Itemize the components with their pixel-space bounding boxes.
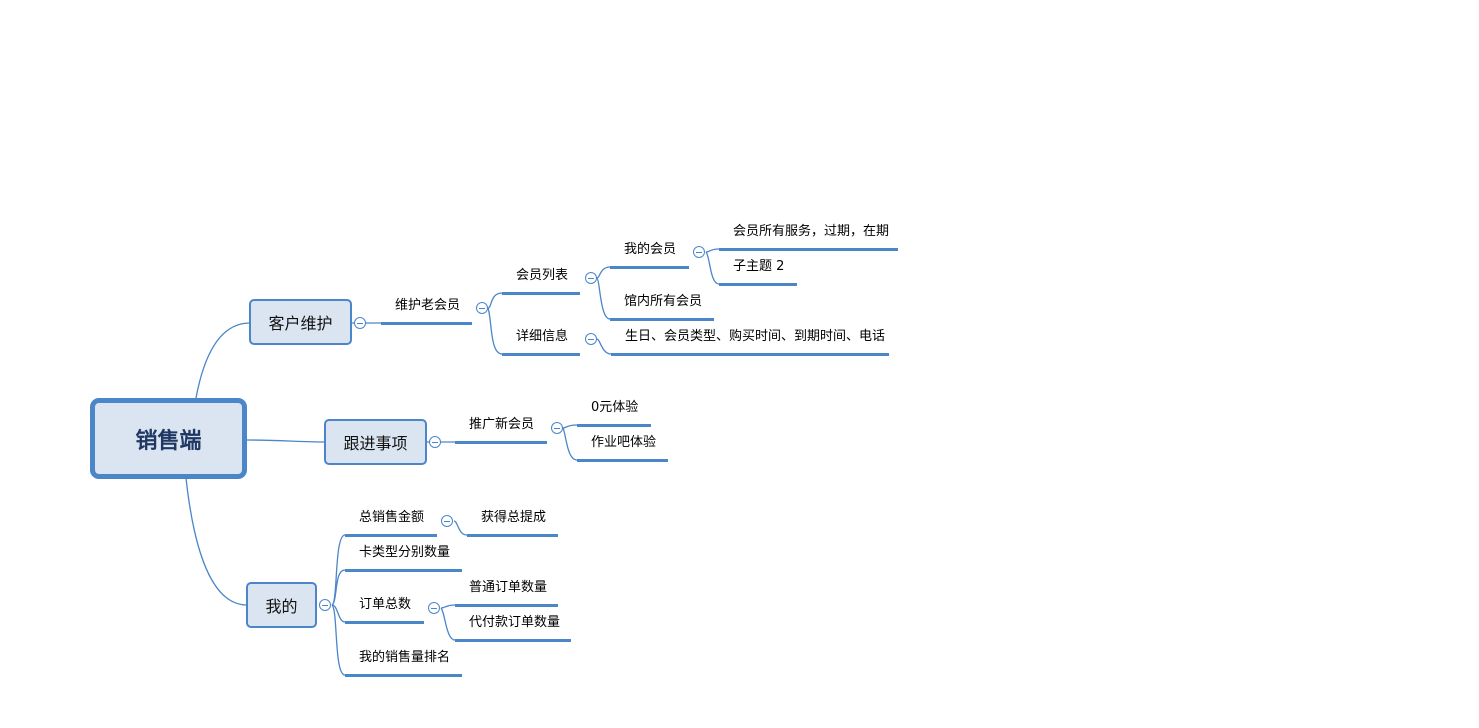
node-label: 维护老会员 xyxy=(395,298,461,313)
collapse-toggle-icon[interactable] xyxy=(429,436,441,448)
node-underline xyxy=(719,248,898,251)
node-order-total[interactable]: 订单总数 xyxy=(345,586,424,624)
node-underline xyxy=(611,353,889,356)
link-root-followup xyxy=(245,439,326,443)
node-underline xyxy=(502,292,580,295)
collapse-toggle-icon[interactable] xyxy=(551,422,563,434)
node-label: 作业吧体验 xyxy=(591,435,657,450)
link-orders-pending xyxy=(440,607,456,641)
node-underline xyxy=(455,639,571,642)
collapse-toggle-icon[interactable] xyxy=(693,246,705,258)
node-underline xyxy=(577,459,668,462)
node-label: 0元体验 xyxy=(591,400,639,415)
collapse-toggle-icon[interactable] xyxy=(585,272,597,284)
node-label: 订单总数 xyxy=(359,597,412,612)
node-underline xyxy=(610,266,689,269)
node-underline xyxy=(577,424,651,427)
collapse-toggle-icon[interactable] xyxy=(585,333,597,345)
collapse-toggle-icon[interactable] xyxy=(441,515,453,527)
node-underline xyxy=(345,569,462,572)
link-mine-cardtypes xyxy=(331,569,346,606)
node-underline xyxy=(502,353,580,356)
node-maintain-old-members[interactable]: 维护老会员 xyxy=(381,287,472,325)
node-subtopic-2[interactable]: 子主题 2 xyxy=(719,248,797,286)
link-mymembers-services xyxy=(705,248,720,253)
node-homework-trial[interactable]: 作业吧体验 xyxy=(577,424,668,462)
node-underline xyxy=(345,621,424,624)
link-promote-zero xyxy=(562,424,578,429)
node-underline xyxy=(455,604,558,607)
collapse-toggle-icon[interactable] xyxy=(319,599,331,611)
link-maintain-details xyxy=(487,307,503,355)
link-orders-normal xyxy=(440,604,456,609)
node-label: 会员所有服务，过期，在期 xyxy=(733,224,890,239)
link-mine-ranking xyxy=(331,604,346,676)
node-label: 我的会员 xyxy=(624,242,677,257)
node-label: 子主题 2 xyxy=(733,259,785,274)
node-pending-payment-orders[interactable]: 代付款订单数量 xyxy=(455,604,571,642)
node-label: 我的销售量排名 xyxy=(359,650,451,665)
node-total-commission[interactable]: 获得总提成 xyxy=(467,499,558,537)
node-label: 详细信息 xyxy=(516,329,569,344)
node-detail-info[interactable]: 生日、会员类型、购买时间、到期时间、电话 xyxy=(611,318,889,356)
node-promote-new-members[interactable]: 推广新会员 xyxy=(455,406,547,444)
node-underline xyxy=(467,534,558,537)
node-label: 推广新会员 xyxy=(469,417,535,432)
node-label: 代付款订单数量 xyxy=(469,615,561,630)
link-promote-homework xyxy=(562,427,578,461)
topic-customer-maintenance[interactable]: 客户维护 xyxy=(249,299,352,345)
node-normal-orders[interactable]: 普通订单数量 xyxy=(455,569,558,607)
topic-follow-up[interactable]: 跟进事项 xyxy=(324,419,427,465)
node-label: 生日、会员类型、购买时间、到期时间、电话 xyxy=(625,329,886,344)
node-underline xyxy=(719,283,797,286)
link-mymembers-sub2 xyxy=(705,251,720,285)
node-label: 馆内所有会员 xyxy=(624,294,703,309)
root-topic-sales[interactable]: 销售端 xyxy=(90,398,247,479)
node-member-services[interactable]: 会员所有服务，过期，在期 xyxy=(719,213,898,251)
collapse-toggle-icon[interactable] xyxy=(428,602,440,614)
node-label: 获得总提成 xyxy=(481,510,547,525)
node-total-sales[interactable]: 总销售金额 xyxy=(345,499,437,537)
node-label: 总销售金额 xyxy=(359,510,425,525)
node-underline xyxy=(455,441,547,444)
node-card-type-count[interactable]: 卡类型分别数量 xyxy=(345,534,462,572)
link-details-info xyxy=(596,338,612,355)
node-underline xyxy=(610,318,714,321)
collapse-toggle-icon[interactable] xyxy=(354,317,366,329)
link-mine-orders xyxy=(331,604,346,623)
node-zero-trial[interactable]: 0元体验 xyxy=(577,389,651,427)
node-details[interactable]: 详细信息 xyxy=(502,318,580,356)
link-totalsales-commission xyxy=(453,520,468,536)
node-my-members[interactable]: 我的会员 xyxy=(610,231,689,269)
link-memberlist-all xyxy=(596,277,611,320)
node-label: 卡类型分别数量 xyxy=(359,545,451,560)
node-label: 会员列表 xyxy=(516,268,569,283)
node-underline xyxy=(381,322,472,325)
link-root-mine xyxy=(185,477,248,606)
node-underline xyxy=(345,534,437,537)
link-root-customer xyxy=(195,322,251,399)
node-sales-ranking[interactable]: 我的销售量排名 xyxy=(345,639,462,677)
node-underline xyxy=(345,674,462,677)
link-memberlist-mine xyxy=(596,266,611,279)
link-maintain-memberlist xyxy=(487,292,503,309)
topic-mine[interactable]: 我的 xyxy=(246,582,317,628)
node-member-list[interactable]: 会员列表 xyxy=(502,257,580,295)
collapse-toggle-icon[interactable] xyxy=(476,302,488,314)
node-all-members[interactable]: 馆内所有会员 xyxy=(610,283,714,321)
node-label: 普通订单数量 xyxy=(469,580,548,595)
